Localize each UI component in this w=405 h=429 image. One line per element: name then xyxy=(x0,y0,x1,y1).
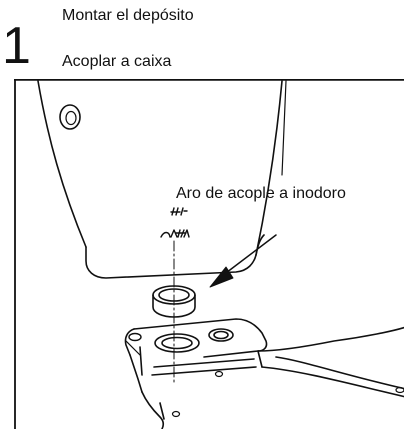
installation-illustration xyxy=(14,79,404,429)
tank-mounting-drawing xyxy=(14,79,404,429)
cistern-tank xyxy=(37,80,287,279)
flush-button-icon xyxy=(59,104,81,130)
coupling-ring xyxy=(152,285,196,318)
step-title-portuguese: Acoplar a caixa xyxy=(62,53,172,70)
callout-label-coupling-ring: Aro de acople a inodoro xyxy=(176,185,346,202)
step-number: 1 xyxy=(2,17,31,75)
toilet-mounting-plate xyxy=(124,318,404,429)
callout-arrow xyxy=(209,234,277,288)
scribbled-marks xyxy=(160,207,190,238)
step-title-spanish: Montar el depósito xyxy=(62,7,194,24)
